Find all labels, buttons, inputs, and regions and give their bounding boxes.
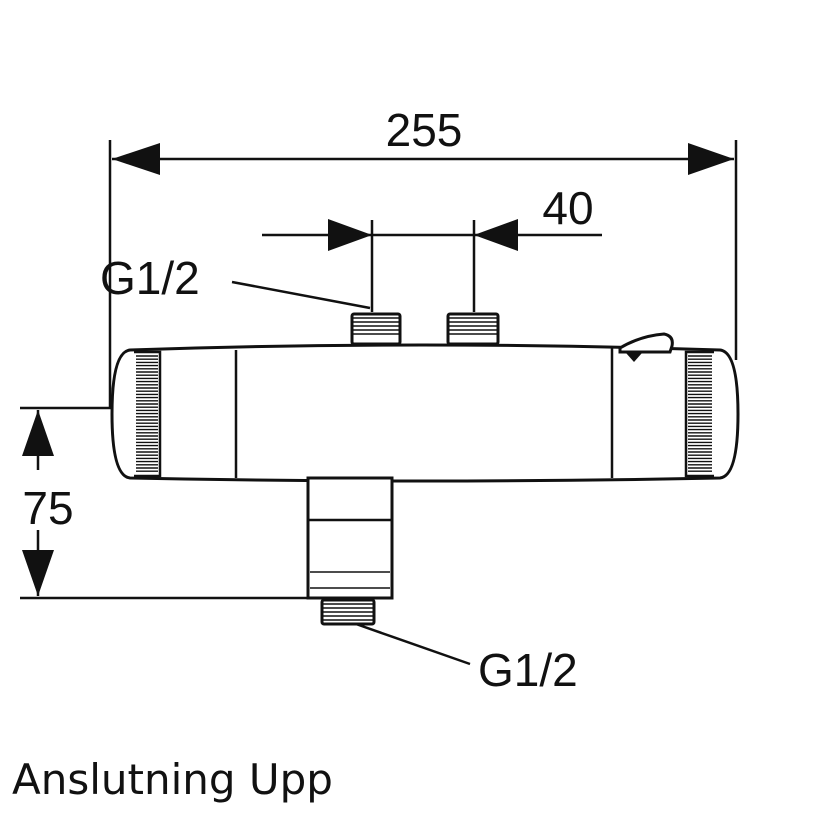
inlet-right-arrowhead [474,219,518,251]
left-knob-knurling [134,350,162,478]
inlet-left-arrowhead [328,219,372,251]
outlet-connector [320,598,376,626]
height-lower-arrowhead [22,550,54,596]
top-thread-label: G1/2 [100,252,200,304]
outlet-height-dimension: 75 [20,406,308,600]
left-arrowhead [112,143,160,175]
outlet-height-value: 75 [22,482,73,534]
right-arrowhead [688,143,734,175]
bottom-thread-label: G1/2 [478,644,578,696]
mixer-body [110,343,740,483]
top-thread-leader-line [231,280,371,310]
height-upper-arrowhead [22,410,54,456]
top-thread-callout: G1/2 [100,252,371,310]
connection-caption: Anslutning Upp [12,755,333,804]
overall-width-dimension: 255 [108,104,738,408]
temperature-stop-lever [618,332,674,362]
right-knob-knurling [684,350,714,478]
inlet-connector-left [350,312,402,346]
overall-width-value: 255 [386,104,463,156]
inlet-spacing-dimension: 40 [262,182,602,312]
bottom-thread-leader-line [355,622,471,666]
outlet-assembly [306,476,394,600]
inlet-connector-right [446,312,500,346]
bottom-thread-callout: G1/2 [355,622,578,696]
inlet-spacing-value: 40 [542,182,593,234]
